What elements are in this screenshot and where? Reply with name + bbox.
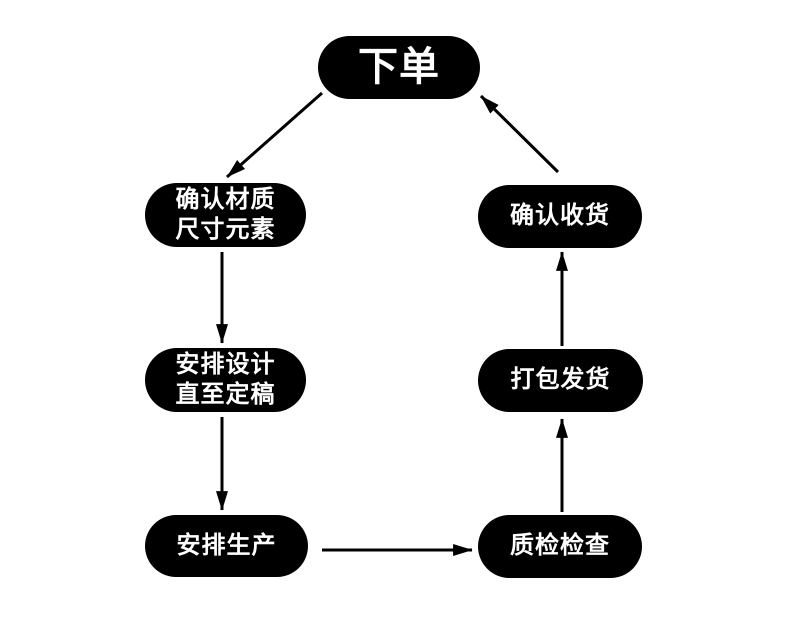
- node-quality-inspection-label: 质检检查: [510, 532, 610, 560]
- node-arrange-design: 安排设计直至定稿: [145, 348, 306, 412]
- node-arrange-production-label: 安排生产: [176, 531, 277, 559]
- node-pack-ship-label: 打包发货: [510, 366, 611, 394]
- node-quality-inspection: 质检检查: [478, 515, 642, 578]
- node-confirm-material-label: 尺寸元素: [175, 216, 276, 243]
- node-confirm-material-label: 确认材质: [175, 185, 276, 213]
- node-arrange-design-label: 安排设计: [175, 350, 276, 378]
- node-pack-ship: 打包发货: [478, 349, 643, 412]
- node-confirm-receipt: 确认收货: [478, 185, 642, 248]
- arrow-confirm-receipt-to-place-order: [479, 94, 560, 174]
- node-arrange-design-label: 直至定稿: [175, 381, 276, 408]
- node-place-order: 下单: [318, 36, 480, 99]
- node-confirm-material: 确认材质尺寸元素: [145, 183, 306, 247]
- node-place-order-label: 下单: [358, 45, 440, 90]
- node-confirm-receipt-label: 确认收货: [510, 202, 610, 230]
- arrow-place-order-to-confirm-material: [226, 91, 323, 179]
- node-arrange-production: 安排生产: [145, 515, 308, 577]
